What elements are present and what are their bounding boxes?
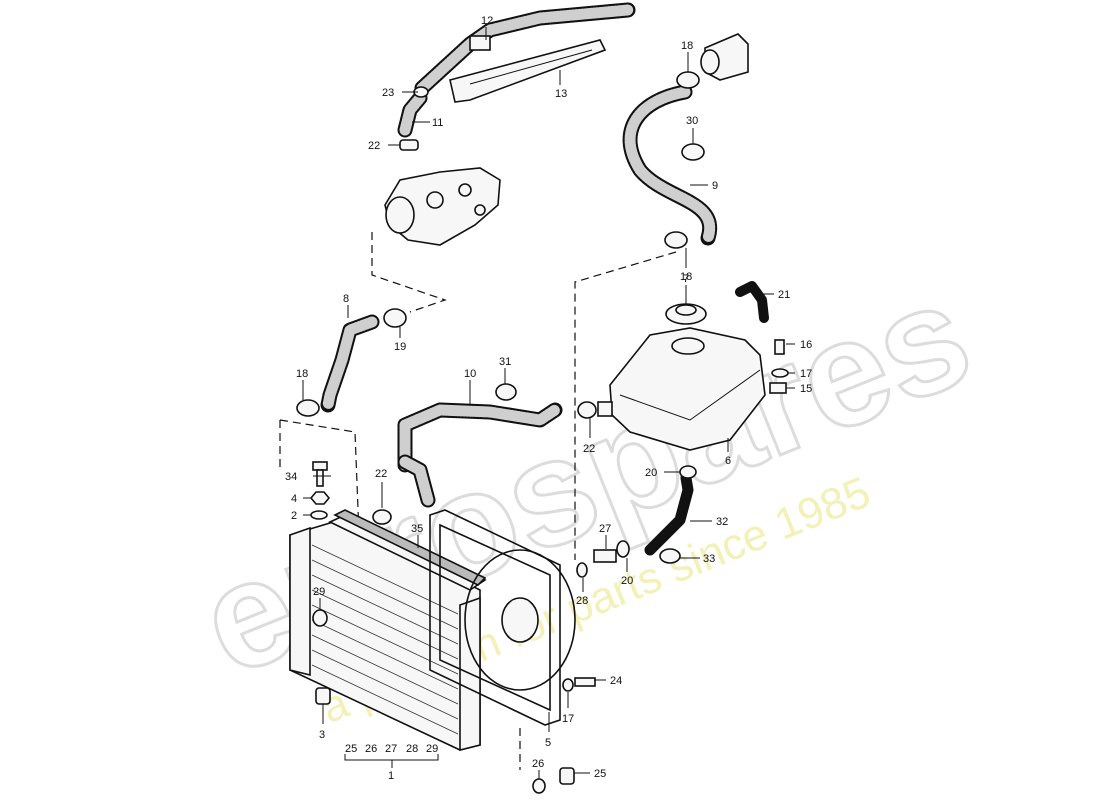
clamp-30 — [681, 143, 705, 161]
callout-6: 6 — [725, 455, 731, 467]
washer-2 — [310, 510, 328, 520]
callout-22-top: 22 — [368, 140, 380, 152]
bracket-13 — [449, 39, 607, 103]
callout-24: 24 — [610, 675, 622, 687]
drain-plug-25 — [559, 767, 575, 785]
callout-2: 2 — [291, 510, 297, 522]
callout-3: 3 — [319, 729, 325, 741]
clamp-20-top — [679, 465, 697, 479]
callout-20-lower: 20 — [621, 575, 633, 587]
callout-26: 26 — [532, 758, 544, 770]
clamp-18-left — [296, 399, 320, 417]
callout-34: 34 — [285, 471, 297, 483]
watermark: eurospares a passion for parts since 198… — [177, 247, 993, 733]
hose-21 — [735, 281, 769, 323]
cap-7 — [665, 303, 707, 325]
callout-18-left: 18 — [296, 368, 308, 380]
plug-29 — [312, 609, 328, 627]
assembly-line-pump — [371, 232, 447, 313]
callout-18-mid: 18 — [680, 271, 692, 283]
callout-30: 30 — [686, 115, 698, 127]
leader-lines — [302, 27, 795, 779]
callout-1: 1 — [388, 770, 394, 782]
callout-7: 7 — [683, 273, 689, 285]
callout-bracket-27: 27 — [385, 743, 397, 755]
hose-9 — [622, 84, 718, 246]
callout-31: 31 — [499, 356, 511, 368]
callout-22-right: 22 — [583, 443, 595, 455]
fan-shroud-5 — [429, 509, 576, 726]
callout-10: 10 — [464, 368, 476, 380]
plug-3 — [315, 687, 331, 705]
screw-34 — [312, 461, 328, 487]
callout-29: 29 — [313, 586, 325, 598]
callout-21: 21 — [778, 289, 790, 301]
expansion-tank-6 — [597, 327, 766, 451]
callout-labels: 12 13 23 11 22 18 30 9 18 7 21 8 19 18 1… — [285, 15, 812, 782]
callout-20-top: 20 — [645, 467, 657, 479]
callout-19: 19 — [394, 341, 406, 353]
callout-15: 15 — [800, 383, 812, 395]
pump-housing — [384, 167, 501, 246]
washer-26 — [532, 778, 546, 794]
screw-16 — [774, 339, 785, 355]
hose-11 — [397, 90, 428, 138]
callout-bracket-26: 26 — [365, 743, 377, 755]
clamp-22-left — [372, 509, 392, 525]
callout-16: 16 — [800, 339, 812, 351]
washer-17 — [771, 368, 789, 378]
callout-32: 32 — [716, 516, 728, 528]
callout-18-top: 18 — [681, 40, 693, 52]
callout-bracket-25: 25 — [345, 743, 357, 755]
clamp-18-top — [676, 71, 700, 89]
clamp-33 — [659, 548, 681, 564]
callout-bracket-29: 29 — [426, 743, 438, 755]
clamp-22-top — [399, 139, 419, 151]
callout-5: 5 — [545, 737, 551, 749]
hose-8 — [320, 314, 380, 413]
assembly-line-tank — [574, 251, 677, 560]
callout-17-top: 17 — [800, 368, 812, 380]
thermostat-flange — [700, 33, 749, 81]
nut-4 — [309, 491, 331, 505]
upper-pipe-12 — [414, 2, 636, 96]
clamp-18-lower — [664, 231, 688, 249]
washer-17-lower — [562, 678, 574, 692]
clamp-20-lower — [616, 540, 630, 558]
callout-25: 25 — [594, 768, 606, 780]
callout-8: 8 — [343, 293, 349, 305]
fitting-27 — [593, 549, 617, 563]
clamp-19 — [383, 308, 407, 328]
bracket-15 — [769, 382, 787, 394]
hose-10 — [397, 402, 563, 508]
callout-33: 33 — [703, 553, 715, 565]
washer-28 — [576, 562, 588, 578]
callout-12: 12 — [481, 15, 493, 27]
clamp-22-right — [577, 401, 597, 419]
callout-22-left: 22 — [375, 468, 387, 480]
callout-bracket-28: 28 — [406, 743, 418, 755]
callout-28: 28 — [576, 595, 588, 607]
callout-4: 4 — [291, 493, 297, 505]
callout-17-lower: 17 — [562, 713, 574, 725]
callout-23: 23 — [382, 87, 394, 99]
screw-24 — [574, 677, 596, 687]
callout-11: 11 — [432, 117, 443, 129]
hose-32 — [644, 472, 694, 556]
callout-9: 9 — [712, 180, 718, 192]
clamp-31 — [495, 383, 517, 401]
radiator-fins — [311, 544, 459, 735]
callout-13: 13 — [555, 88, 567, 100]
callout-27: 27 — [599, 523, 611, 535]
callout-35: 35 — [411, 523, 423, 535]
